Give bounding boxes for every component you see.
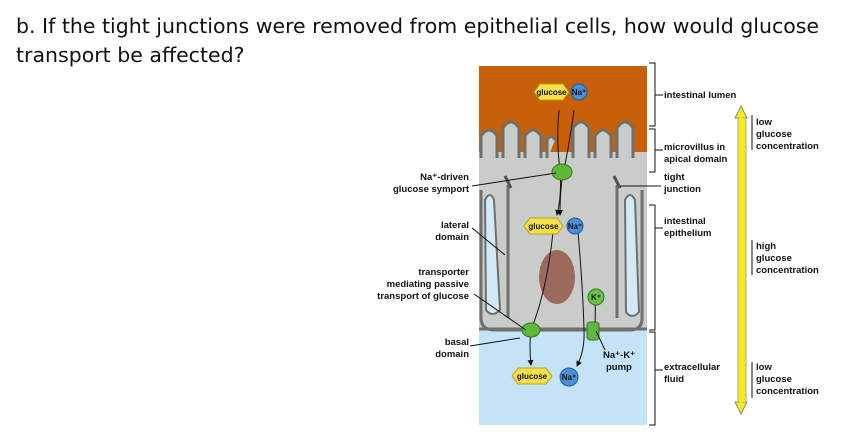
label-epithelium-1: intestinal bbox=[664, 216, 706, 227]
nucleus bbox=[539, 250, 575, 304]
svg-text:glucose: glucose bbox=[528, 222, 559, 231]
left-intercellular-space bbox=[483, 194, 502, 315]
glucose-molecule-lumen bbox=[533, 83, 570, 101]
label-microvillus-1: microvillus in bbox=[664, 142, 725, 153]
label-tight-2: junction bbox=[663, 184, 701, 195]
label-symport-2: glucose symport bbox=[393, 184, 470, 195]
label-lateral-2: domain bbox=[435, 232, 469, 243]
label-passive-3: transport of glucose bbox=[377, 291, 469, 302]
right-intercellular-space bbox=[623, 194, 641, 317]
potassium-ion-cell bbox=[587, 288, 605, 306]
svg-text:Na⁺: Na⁺ bbox=[568, 222, 582, 231]
svg-text:Na⁺: Na⁺ bbox=[572, 88, 586, 97]
gradient-mid-1: high bbox=[756, 241, 776, 252]
na-k-pump bbox=[586, 321, 600, 341]
gradient-bot-3: concentration bbox=[756, 386, 819, 397]
label-microvillus-2: apical domain bbox=[664, 154, 728, 165]
question-text: b. If the tight junctions were removed f… bbox=[16, 14, 820, 67]
gradient-top-1: low bbox=[756, 117, 772, 128]
tight-junctions bbox=[503, 175, 622, 189]
svg-text:glucose: glucose bbox=[517, 372, 548, 381]
gradient-mid-3: concentration bbox=[756, 265, 819, 276]
gradient-bot-2: glucose bbox=[756, 374, 792, 385]
right-brackets bbox=[595, 62, 663, 426]
svg-text:Na⁺: Na⁺ bbox=[562, 373, 576, 382]
label-passive-1: transporter bbox=[418, 267, 469, 278]
label-basal-2: domain bbox=[435, 349, 469, 360]
microvilli bbox=[479, 120, 635, 160]
label-epithelium-2: epithelium bbox=[664, 228, 712, 239]
sodium-ion-lumen bbox=[570, 83, 588, 101]
label-extracellular-2: fluid bbox=[664, 374, 684, 385]
label-lateral-1: lateral bbox=[441, 220, 469, 231]
passive-glucose-transporter bbox=[521, 322, 541, 338]
gradient-top-2: glucose bbox=[756, 129, 792, 140]
gradient-bot-1: low bbox=[756, 362, 772, 373]
gradient-top-3: concentration bbox=[756, 141, 819, 152]
label-extracellular-1: extracellular bbox=[664, 362, 720, 373]
label-pump-1: Na⁺-K⁺ bbox=[603, 350, 635, 361]
gradient-mid-2: glucose bbox=[756, 253, 792, 264]
label-basal-1: basal bbox=[445, 337, 469, 348]
label-symport-1: Na⁺-driven bbox=[420, 172, 469, 183]
glucose-molecule-cell bbox=[523, 217, 564, 235]
glucose-molecule-extracellular bbox=[511, 367, 553, 385]
sodium-ion-extracellular bbox=[559, 367, 579, 387]
label-passive-2: mediating passive bbox=[387, 279, 469, 290]
svg-text:K⁺: K⁺ bbox=[591, 293, 601, 302]
glucose-gradient-bar bbox=[734, 104, 748, 416]
label-pump-2: pump bbox=[606, 362, 632, 373]
label-tight-1: tight bbox=[664, 172, 685, 183]
label-lumen: intestinal lumen bbox=[664, 90, 737, 101]
svg-text:glucose: glucose bbox=[536, 88, 567, 97]
sodium-ion-cell bbox=[566, 217, 584, 235]
na-glucose-symport bbox=[551, 163, 573, 181]
